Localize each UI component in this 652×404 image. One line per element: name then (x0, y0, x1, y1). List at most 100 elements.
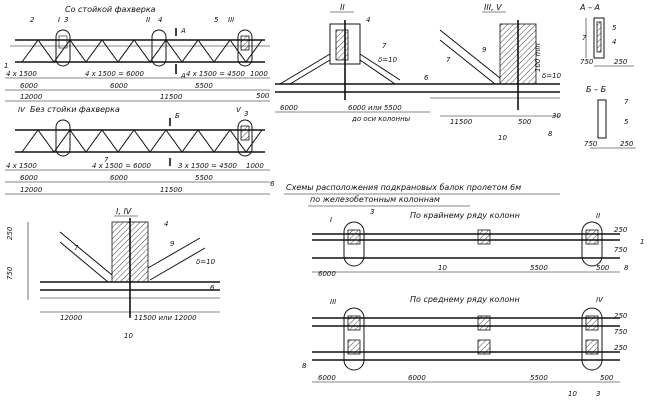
dim-12000: 12000 (20, 93, 43, 101)
scheme-mark-II: II (596, 212, 600, 220)
scheme-r2-dim-3: 3 (596, 390, 600, 398)
detail-i-label-7: 7 (74, 244, 79, 252)
section-bb-dim-750: 750 (584, 140, 598, 148)
dim-mid-6000: 4 x 1500 = 6000 (92, 162, 152, 170)
scheme-r2-dim-6000-b: 6000 (408, 374, 426, 382)
detail-ii: II 4 7 δ=10 6 6000 6000 или 5500 до оси … (275, 3, 430, 123)
scheme-r1-dim-8: 8 (624, 264, 629, 272)
label-3: 3 (64, 16, 68, 24)
dim-5500: 5500 (195, 82, 213, 90)
node-III (237, 29, 253, 67)
dim-6000-a: 6000 (20, 82, 38, 90)
detail-i-dim-12000: 12000 (60, 314, 83, 322)
detail-iii-label-9: 9 (482, 46, 487, 54)
node-II (151, 29, 167, 67)
dim-4x1500-6000: 4 x 1500 = 6000 (85, 70, 145, 78)
crane-beam-scheme: Схемы расположения подкрановых балок про… (284, 183, 644, 398)
dim-mid-5500: 5500 (195, 174, 213, 182)
detail-iii-dim-30: 30 (552, 112, 561, 120)
detail-i-label-4: 4 (164, 220, 168, 228)
scheme-r2-dim-500: 500 (600, 374, 614, 382)
detail-i-iv: I, IV 7 4 9 δ=10 6 250 750 12000 11500 и… (6, 207, 220, 340)
section-aa-dim-250: 250 (614, 58, 628, 66)
dim-6000-b: 6000 (110, 82, 128, 90)
detail-iii-dim-500: 500 (518, 118, 532, 126)
dim-mid-11500: 11500 (160, 186, 183, 194)
scheme-title-line1: Схемы расположения подкрановых балок про… (286, 183, 521, 192)
section-aa: А – А 7 5 4 750 250 (579, 3, 634, 67)
detail-ii-dim-6000-5500: 6000 или 5500 (348, 104, 402, 112)
scheme-title-line2: по железобетонным колоннам (310, 195, 440, 204)
scheme-r2-dim-5500: 5500 (530, 374, 548, 382)
scheme-r1-dim-1: 1 (640, 238, 644, 246)
label-I: I (58, 16, 60, 24)
top-truss-title: Со стойкой фахверка (65, 5, 156, 14)
scheme-r1-dim-500: 500 (596, 264, 610, 272)
detail-ii-label-delta: δ=10 (378, 56, 398, 64)
label-IV: IV (18, 106, 26, 114)
detail-ii-label-7: 7 (382, 42, 387, 50)
label-6-mid: 6 (270, 180, 275, 188)
detail-iii-v: III, V 7 9 100 min δ=10 8 11500 500 30 1… (430, 3, 562, 142)
detail-i-dim-250: 250 (6, 226, 14, 240)
scheme-r1-dim-250: 250 (614, 226, 628, 234)
detail-i-dim-11500: 11500 или 12000 (134, 314, 197, 322)
scheme-r2-dim-750: 750 (614, 328, 628, 336)
label-3-mid: 3 (244, 110, 248, 118)
scheme-mark-I: I (330, 216, 332, 224)
scheme-node-III (343, 307, 365, 371)
label-2: 2 (30, 16, 35, 24)
scheme-row1-title: По крайнему ряду колонн (410, 211, 520, 220)
section-bb-title: Б – Б (586, 85, 607, 94)
section-aa-label-4: 4 (612, 38, 616, 46)
section-aa-label-5: 5 (612, 24, 617, 32)
dim-mid-4500: 3 x 1500 = 4500 (178, 162, 238, 170)
section-bb: Б – Б 7 5 750 250 (584, 85, 636, 149)
dim-500: 500 (256, 92, 270, 100)
dim-mid-6000-b: 6000 (110, 174, 128, 182)
label-5: 5 (214, 16, 219, 24)
node-I (55, 29, 71, 67)
middle-truss: Без стойки фахверка IV 3 V 7 6 Б 4 x 150… (5, 105, 275, 195)
section-mark-a: A (180, 27, 186, 35)
detail-ii-label-4: 4 (366, 16, 370, 24)
label-4: 4 (158, 16, 162, 24)
detail-iii-v-title: III, V (484, 3, 502, 12)
section-aa-label-7: 7 (582, 34, 587, 42)
dim-mid-12000: 12000 (20, 186, 43, 194)
scheme-r2-dim-10: 10 (568, 390, 577, 398)
mid-truss-title: Без стойки фахверка (30, 105, 120, 114)
scheme-r1-dim-5500: 5500 (530, 264, 548, 272)
scheme-row2-title: По среднему ряду колонн (410, 295, 520, 304)
label-III: III (228, 16, 234, 24)
node-V (237, 119, 253, 157)
dim-mid-1000: 1000 (246, 162, 264, 170)
detail-i-label-6: 6 (210, 284, 215, 292)
scheme-r1-dim-750: 750 (614, 246, 628, 254)
scheme-r2-dim-6000-a: 6000 (318, 374, 336, 382)
dim-4x1500: 4 x 1500 (6, 70, 37, 78)
label-II: II (146, 16, 150, 24)
scheme-node-I (343, 221, 365, 267)
section-aa-dim-750: 750 (580, 58, 594, 66)
section-bb-label-5: 5 (624, 118, 629, 126)
scheme-node-IV (581, 307, 603, 371)
section-bb-label-7: 7 (624, 98, 629, 106)
scheme-r2-dim-250-b: 250 (614, 344, 628, 352)
top-truss: Со стойкой фахверка 1 2 3 I II 4 III 5 A… (4, 5, 270, 102)
section-aa-title: А – А (579, 3, 600, 12)
detail-ii-title: II (340, 3, 345, 12)
detail-ii-label-6: 6 (424, 74, 429, 82)
section-mark-a-lower: A (180, 72, 186, 80)
detail-i-label-9: 9 (170, 240, 175, 248)
detail-iii-label-8: 8 (548, 130, 553, 138)
dim-mid-4x1500: 4 x 1500 (6, 162, 37, 170)
label-V: V (236, 106, 242, 114)
dim-11500: 11500 (160, 93, 183, 101)
label-7-mid: 7 (104, 156, 109, 164)
section-mark-b: Б (175, 112, 180, 120)
scheme-mark-3: 3 (370, 208, 374, 216)
scheme-r1-dim-6000: 6000 (318, 270, 336, 278)
scheme-node-II (581, 221, 603, 267)
detail-iii-label-delta: δ=10 (542, 72, 562, 80)
